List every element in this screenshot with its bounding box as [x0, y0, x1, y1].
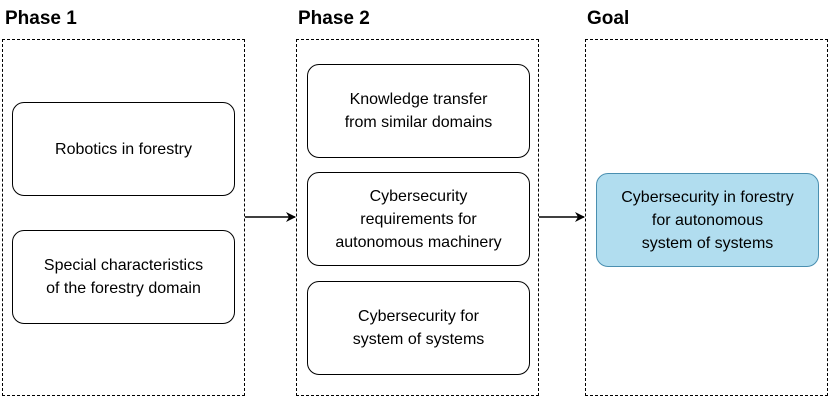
goal-frame	[585, 39, 828, 396]
node-goal: Cybersecurity in forestry for autonomous…	[596, 173, 819, 267]
node-robotics-in-forestry: Robotics in forestry	[12, 102, 235, 196]
phase-1-title: Phase 1	[5, 8, 77, 29]
goal-title: Goal	[587, 8, 630, 29]
node-knowledge-transfer: Knowledge transfer from similar domains	[307, 64, 530, 158]
phase-2-title: Phase 2	[298, 8, 370, 29]
phase-2-frame	[296, 39, 539, 396]
phase-1-frame	[2, 39, 245, 396]
node-cybersecurity-sos: Cybersecurity for system of systems	[307, 281, 530, 375]
node-special-characteristics: Special characteristics of the forestry …	[12, 230, 235, 324]
node-cybersecurity-requirements: Cybersecurity requirements for autonomou…	[307, 172, 530, 266]
